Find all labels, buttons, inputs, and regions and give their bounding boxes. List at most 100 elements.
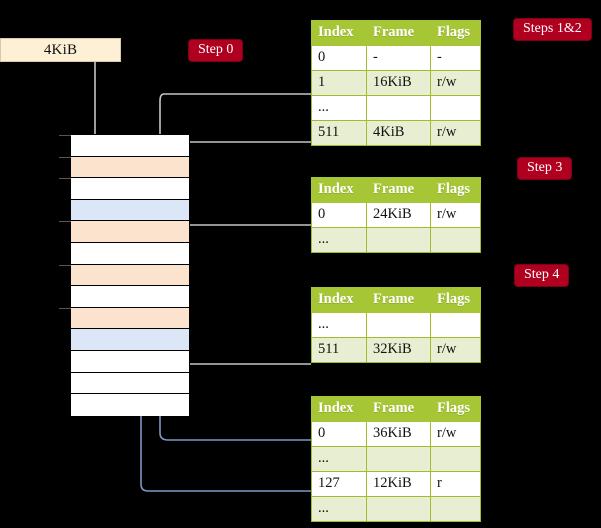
table-cell-flags bbox=[430, 312, 481, 338]
table-cell-frame: 16KiB bbox=[366, 70, 431, 96]
table-cell-index: 511 bbox=[311, 120, 367, 146]
table-cell-index: 127 bbox=[311, 471, 367, 497]
table-cell-index: 0 bbox=[311, 421, 367, 447]
table-cell-frame: 32KiB bbox=[366, 337, 431, 363]
column-header-flags: Flags bbox=[430, 20, 481, 46]
table-cell-flags: r/w bbox=[430, 202, 481, 228]
memory-frame-tick bbox=[59, 135, 71, 136]
badge-steps-1-2: Steps 1&2 bbox=[514, 19, 591, 41]
badge-step-4: Step 4 bbox=[515, 265, 569, 287]
column-header-flags: Flags bbox=[430, 177, 481, 203]
column-header-index: Index bbox=[311, 287, 367, 313]
table-cell-index: 1 bbox=[311, 70, 367, 96]
memory-frame-row bbox=[71, 221, 189, 243]
memory-frame-tick bbox=[59, 221, 71, 223]
table-row: ... bbox=[311, 446, 481, 472]
table-cell-index: ... bbox=[311, 446, 367, 472]
table-cell-frame: 12KiB bbox=[366, 471, 431, 497]
badge-step-4-label: Step 4 bbox=[524, 267, 560, 282]
page-frame-label: 4KiB bbox=[43, 41, 78, 58]
memory-frame-row bbox=[71, 372, 189, 395]
table-cell-frame bbox=[366, 496, 431, 522]
table-cell-index: 0 bbox=[311, 202, 367, 228]
column-header-frame: Frame bbox=[366, 287, 431, 313]
table-cell-flags: r/w bbox=[430, 337, 481, 363]
column-header-frame: Frame bbox=[366, 177, 431, 203]
memory-frame-row bbox=[71, 178, 189, 200]
physical-memory-column bbox=[59, 134, 190, 416]
memory-frame-row bbox=[71, 350, 189, 373]
table-row: ... bbox=[311, 227, 481, 253]
memory-frame-row bbox=[71, 199, 189, 222]
table-cell-flags: r/w bbox=[430, 120, 481, 146]
table-cell-frame: 36KiB bbox=[366, 421, 431, 447]
memory-frame-tick bbox=[59, 307, 71, 309]
table-cell-flags bbox=[430, 227, 481, 253]
memory-frame-tick bbox=[59, 178, 71, 180]
table-cell-index: 511 bbox=[311, 337, 367, 363]
badge-step-3-label: Step 3 bbox=[527, 160, 563, 175]
table-cell-frame bbox=[366, 446, 431, 472]
table-cell-flags bbox=[430, 496, 481, 522]
badge-step-0-label: Step 0 bbox=[198, 42, 234, 57]
wire-l2-to-memory bbox=[175, 316, 311, 365]
memory-frame-row bbox=[71, 135, 189, 157]
table-cell-index: ... bbox=[311, 227, 367, 253]
badge-step-0: Step 0 bbox=[189, 40, 243, 62]
memory-frame-tick bbox=[59, 156, 71, 158]
table-row: ... bbox=[311, 312, 481, 338]
column-header-flags: Flags bbox=[430, 396, 481, 422]
table-cell-flags: r/w bbox=[430, 70, 481, 96]
table-cell-index: ... bbox=[311, 496, 367, 522]
column-header-flags: Flags bbox=[430, 287, 481, 313]
table-cell-flags: r/w bbox=[430, 421, 481, 447]
table-cell-flags: r bbox=[430, 471, 481, 497]
table-cell-index: ... bbox=[311, 95, 367, 121]
table-cell-flags: - bbox=[430, 45, 481, 71]
column-header-frame: Frame bbox=[366, 396, 431, 422]
memory-frame-row bbox=[71, 242, 189, 265]
column-header-index: Index bbox=[311, 396, 367, 422]
column-header-index: Index bbox=[311, 177, 367, 203]
table-cell-flags bbox=[430, 95, 481, 121]
memory-frame-tick bbox=[59, 264, 71, 266]
badge-step-3: Step 3 bbox=[518, 158, 572, 180]
wire-l3-to-memory bbox=[175, 224, 311, 264]
memory-frame-row bbox=[71, 394, 189, 416]
memory-frame-row bbox=[71, 156, 189, 179]
table-cell-index: 0 bbox=[311, 45, 367, 71]
table-row: ... bbox=[311, 95, 481, 121]
table-cell-flags bbox=[430, 446, 481, 472]
memory-frame-row bbox=[71, 264, 189, 287]
table-cell-frame: - bbox=[366, 45, 431, 71]
badge-steps-1-2-label: Steps 1&2 bbox=[523, 21, 582, 36]
table-cell-frame bbox=[366, 312, 431, 338]
memory-frame-row bbox=[71, 329, 189, 351]
table-row: 0-- bbox=[311, 45, 481, 71]
column-header-frame: Frame bbox=[366, 20, 431, 46]
table-cell-frame bbox=[366, 227, 431, 253]
table-cell-frame bbox=[366, 95, 431, 121]
table-cell-frame: 4KiB bbox=[366, 120, 431, 146]
page-frame-box: 4KiB bbox=[0, 38, 121, 62]
column-header-index: Index bbox=[311, 20, 367, 46]
memory-frame-row bbox=[71, 286, 189, 308]
table-cell-index: ... bbox=[311, 312, 367, 338]
table-cell-frame: 24KiB bbox=[366, 202, 431, 228]
table-row: ... bbox=[311, 496, 481, 522]
